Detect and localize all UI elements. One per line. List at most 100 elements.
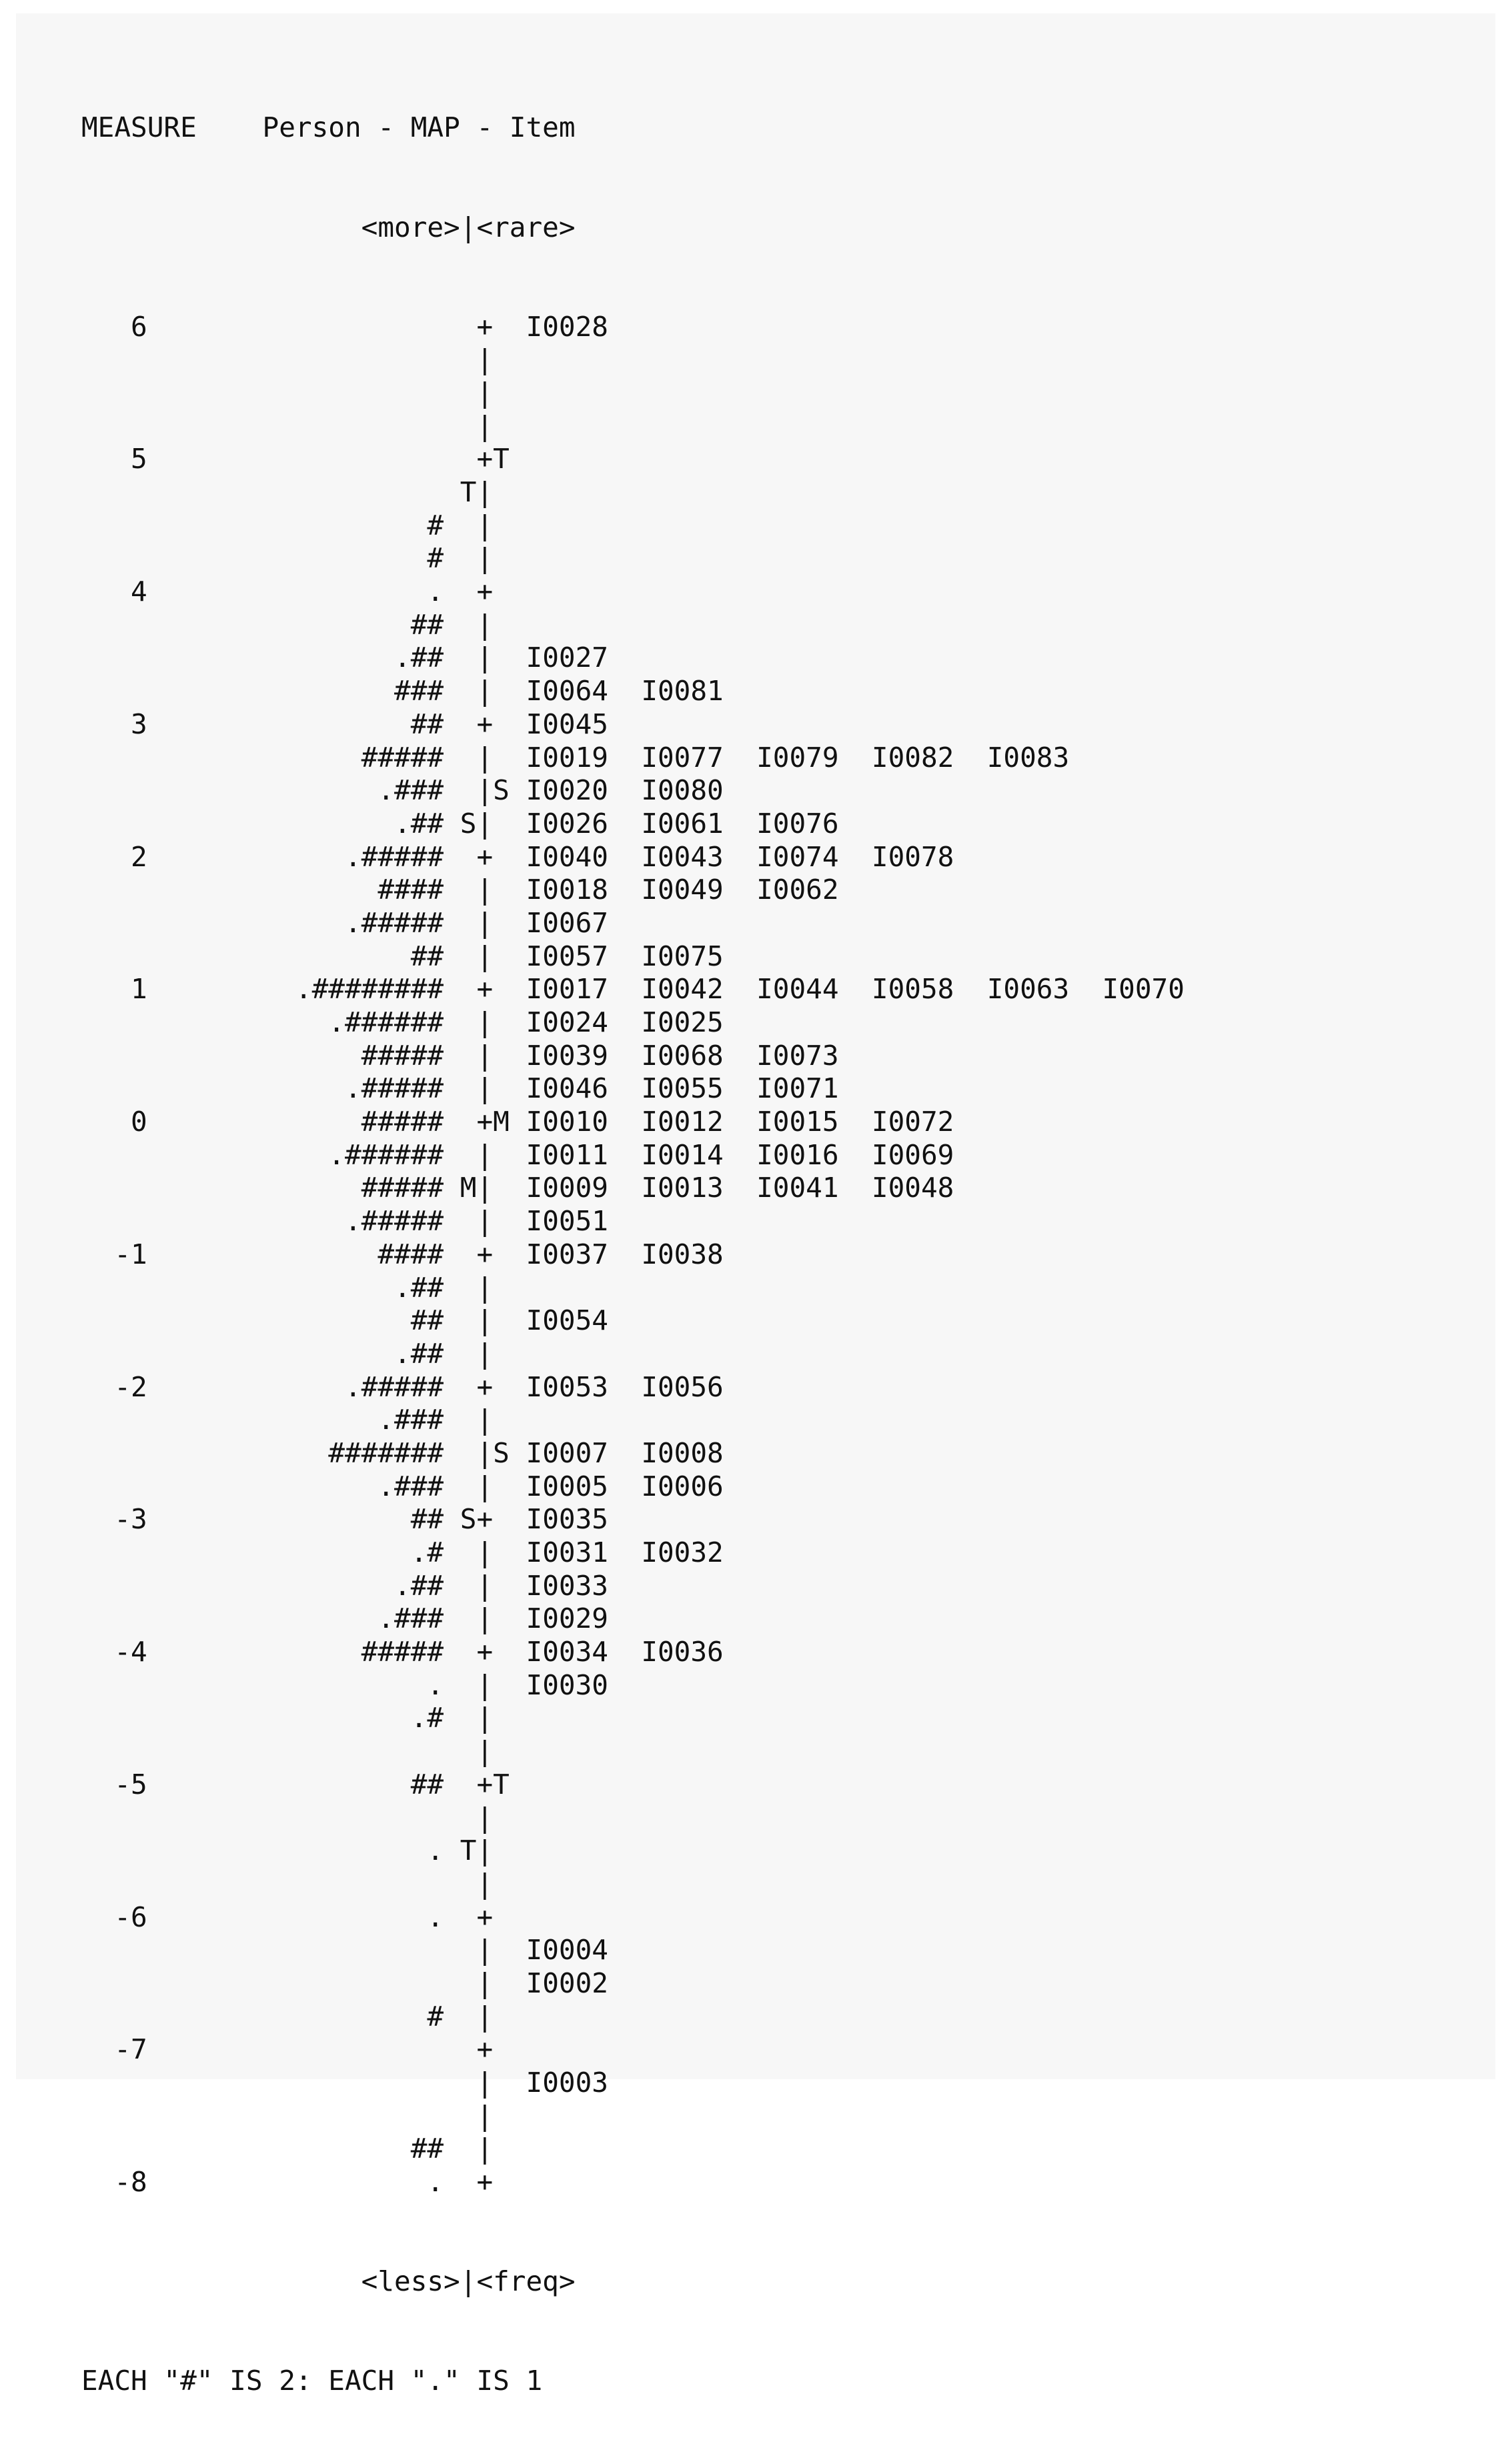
item-marker (493, 509, 510, 541)
gap (147, 542, 180, 574)
item-label: I0057 (526, 940, 608, 972)
item-label: I0039 (526, 1039, 608, 1072)
gap (147, 841, 180, 873)
person-distribution: .## (180, 1271, 444, 1304)
gap (510, 642, 526, 674)
item-marker (493, 1735, 510, 1767)
person-marker (460, 2166, 477, 2198)
person-marker (460, 1868, 477, 1900)
axis-mark: | (476, 1404, 494, 1436)
gap (839, 742, 872, 774)
gap (608, 1139, 641, 1171)
gap (444, 2001, 460, 2033)
gap (147, 410, 180, 442)
item-marker (493, 841, 510, 873)
measure-value: 4 (81, 575, 147, 608)
person-distribution: ####### (180, 1436, 444, 1469)
gap (147, 1338, 180, 1370)
person-distribution (180, 1802, 444, 1834)
person-distribution: ##### (180, 1172, 444, 1204)
item-label: I0040 (526, 840, 608, 873)
measure-value (81, 509, 147, 541)
item-marker: T (493, 443, 510, 475)
gap (444, 1304, 460, 1336)
person-marker (460, 1272, 477, 1304)
person-distribution (180, 377, 444, 409)
gap (510, 377, 526, 409)
person-marker (460, 1371, 477, 1403)
item-label: I0044 (756, 973, 839, 1006)
axis-mark: | (476, 1304, 494, 1337)
gap (444, 2067, 460, 2099)
person-marker (460, 1072, 477, 1104)
gap (510, 1404, 526, 1436)
map-row: 6 + I0028 (81, 311, 1185, 344)
person-distribution (180, 1967, 444, 1999)
item-label: I0046 (526, 1072, 608, 1105)
gap (608, 1040, 641, 1072)
gap (510, 1702, 526, 1734)
map-row: # | (81, 2001, 1185, 2034)
person-marker (460, 973, 477, 1005)
measure-value (81, 609, 147, 641)
gap (510, 940, 526, 972)
person-marker (460, 1768, 477, 1800)
item-marker: T (493, 1768, 510, 1800)
person-marker (460, 377, 477, 409)
gap (444, 1669, 460, 1701)
gap (724, 742, 756, 774)
axis-mark: | (476, 509, 494, 541)
person-distribution (180, 311, 444, 343)
gap (510, 1040, 526, 1072)
person-distribution: .##### (180, 1370, 444, 1403)
person-marker: M (460, 1172, 477, 1204)
gap (724, 1172, 756, 1204)
gap (510, 874, 526, 906)
top-labels-row: <more>|<rare> (81, 211, 1185, 245)
gap (147, 808, 180, 840)
axis-mark: | (476, 675, 494, 708)
gap (147, 1735, 180, 1767)
person-marker (460, 2133, 477, 2165)
person-distribution: . (180, 1901, 444, 1933)
person-distribution: # (180, 542, 444, 575)
gap (510, 1768, 526, 1800)
gap (444, 1238, 460, 1270)
person-distribution: ## (180, 608, 444, 641)
person-distribution (180, 2100, 444, 2132)
map-row: | (81, 410, 1185, 443)
axis-mark: | (476, 1006, 494, 1039)
gap (147, 1967, 180, 1999)
axis-mark: | (476, 1569, 494, 1602)
gap (510, 1139, 526, 1171)
gap (147, 443, 180, 475)
gap (608, 1072, 641, 1104)
gap (444, 1139, 460, 1171)
item-label: I0030 (526, 1668, 608, 1701)
measure-value (81, 1570, 147, 1602)
map-row: ### | I0064 I0081 (81, 675, 1185, 708)
axis-mark: | (476, 343, 494, 376)
item-label: I0018 (526, 874, 608, 906)
axis-mark: + (476, 1106, 494, 1138)
item-marker (493, 311, 510, 343)
item-label: I0033 (526, 1569, 608, 1602)
item-label: I0043 (641, 840, 724, 873)
measure-value (81, 1205, 147, 1237)
axis-mark: | (476, 940, 494, 972)
item-marker (493, 2033, 510, 2065)
person-distribution: .###### (180, 1006, 444, 1039)
person-marker: S (460, 807, 477, 840)
person-distribution (180, 1934, 444, 1966)
gap (147, 1536, 180, 1568)
person-distribution: ## (180, 1768, 444, 1800)
gap (147, 1272, 180, 1304)
person-marker (460, 1636, 477, 1668)
measure-value: -3 (81, 1503, 147, 1536)
person-marker (460, 1967, 477, 1999)
gap (444, 742, 460, 774)
gap (724, 841, 756, 873)
gap (1069, 973, 1102, 1005)
gap (147, 742, 180, 774)
person-distribution: .##### (180, 906, 444, 939)
